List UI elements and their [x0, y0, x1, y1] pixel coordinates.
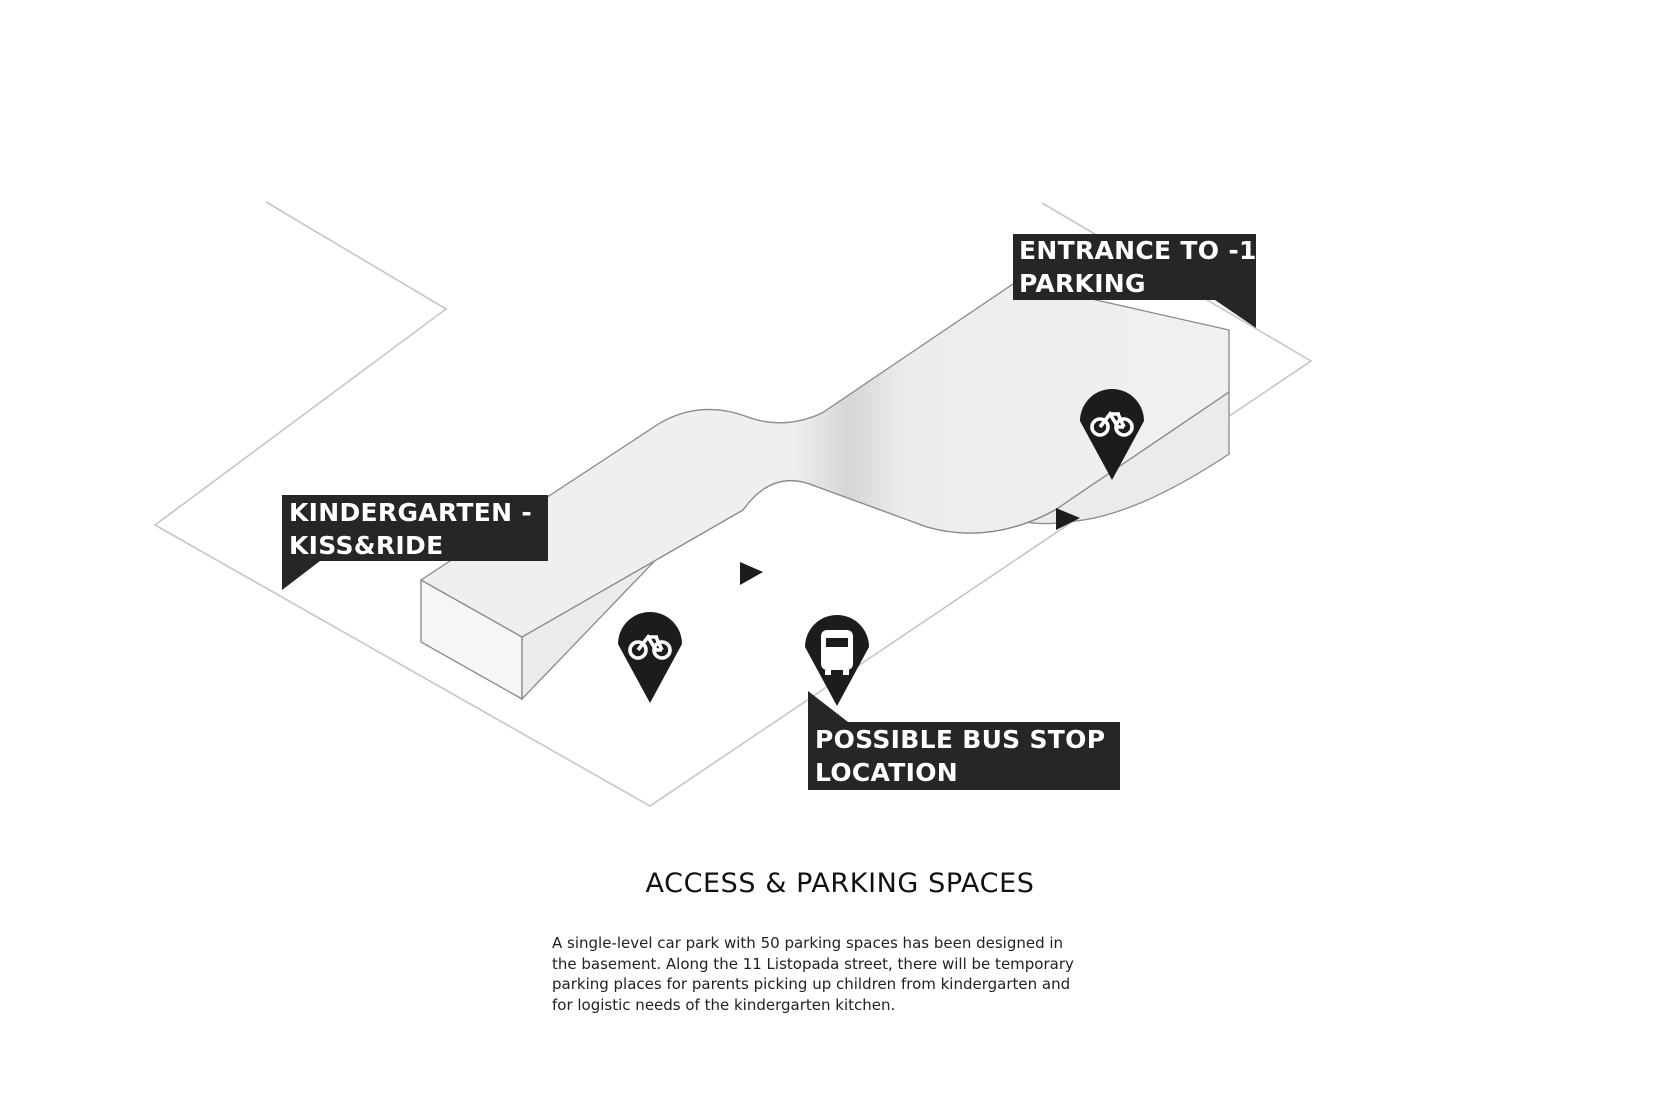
label-bus-stop: POSSIBLE BUS STOP LOCATION [808, 691, 1120, 790]
svg-text:ENTRANCE TO -1: ENTRANCE TO -1 [1019, 236, 1257, 265]
svg-text:PARKING: PARKING [1019, 269, 1146, 298]
bus-icon [821, 630, 853, 675]
caption-title: ACCESS & PARKING SPACES [645, 868, 1035, 899]
building-top-surface [419, 281, 1230, 638]
svg-text:KISS&RIDE: KISS&RIDE [289, 531, 443, 560]
bicycle-icon [628, 633, 672, 660]
description-line: A single-level car park with 50 parking … [552, 934, 1064, 952]
map-pin-icon [618, 612, 682, 703]
bicycle-icon [1090, 410, 1134, 437]
svg-text:LOCATION: LOCATION [815, 758, 958, 787]
description-line: parking places for parents picking up ch… [552, 975, 1071, 993]
map-pin-icon [1080, 389, 1144, 480]
description-line: for logistic needs of the kindergarten k… [552, 995, 896, 1014]
bus-marker [805, 615, 869, 706]
caption-description: A single-level car park with 50 parking … [552, 933, 1142, 1015]
flag-icon [1056, 508, 1080, 530]
label-kindergarten-kissride: KINDERGARTEN - KISS&RIDE [282, 495, 548, 590]
site-boundary [153, 201, 1313, 807]
svg-text:POSSIBLE BUS STOP: POSSIBLE BUS STOP [815, 725, 1105, 754]
flag-icon [740, 562, 763, 585]
label-entrance-parking: ENTRANCE TO -1 PARKING [1013, 234, 1257, 328]
description-line: the basement. Along the 11 Listopada str… [552, 954, 1074, 973]
bicycle-marker-left [618, 612, 682, 703]
bicycle-marker-right [1080, 389, 1144, 480]
svg-text:KINDERGARTEN -: KINDERGARTEN - [289, 498, 532, 527]
